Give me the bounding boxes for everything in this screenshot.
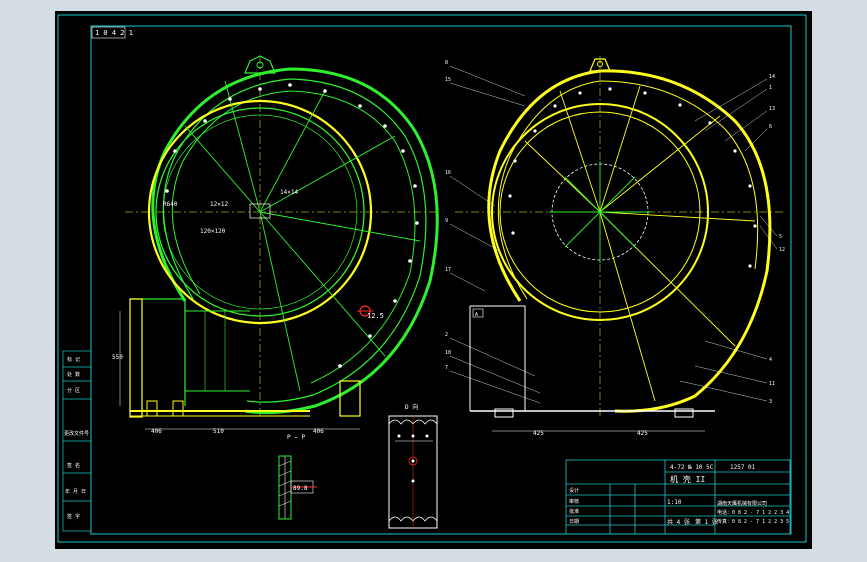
section-d-view xyxy=(388,415,438,529)
tb-label: 日期 xyxy=(569,519,579,525)
callout-label: 2 xyxy=(445,332,448,338)
dim-label: 14×14 xyxy=(280,189,298,196)
callout-label: 7 xyxy=(445,365,448,371)
outer-frame xyxy=(57,14,807,543)
dim-label: 425 xyxy=(637,430,648,437)
cad-viewport[interactable]: 1 0 4 2 1 标 记 处 数 分 区 更改文件号 签 名 年 月 日 签 … xyxy=(55,11,812,549)
callout-label: 16 xyxy=(445,170,451,176)
tb-fax: 传真：0 8 2 - 7 1 2 2 3 5 xyxy=(717,518,789,525)
cad-drawing: 1 0 4 2 1 标 记 处 数 分 区 更改文件号 签 名 年 月 日 签 … xyxy=(57,14,807,543)
tb-drawing-no: 1257 01 xyxy=(730,464,756,471)
left-casing-view xyxy=(119,55,440,430)
callout-label: 5 xyxy=(779,234,782,240)
dim-label: R640 xyxy=(163,201,178,208)
tb-label: 审核 xyxy=(569,498,579,505)
tb-sheet: 第 1 张 xyxy=(695,518,718,526)
flange-tag: A xyxy=(475,312,478,318)
tb-label: 批准 xyxy=(569,508,579,515)
callout-label: 11 xyxy=(769,381,775,387)
section-pp xyxy=(278,455,317,520)
revision-strip xyxy=(62,350,92,532)
inner-frame xyxy=(90,25,792,535)
callout-label: 9 xyxy=(445,218,448,224)
callout-label: 3 xyxy=(769,399,772,405)
title-block xyxy=(565,459,791,535)
section-label: P — P xyxy=(287,434,305,441)
callout-label: 13 xyxy=(769,106,775,112)
mark-label: 12.5 xyxy=(367,312,384,320)
strip-cell: 处 数 xyxy=(67,371,80,378)
tb-model: 4-72 № 10 5C xyxy=(670,464,714,471)
dim-label: 406 xyxy=(151,428,162,435)
dim-label: 425 xyxy=(533,430,544,437)
callout-label: 12 xyxy=(779,247,785,253)
tb-sheets: 共 4 张 xyxy=(667,518,690,526)
pp-value: 89.8 xyxy=(293,485,308,492)
dim-label: 510 xyxy=(213,428,224,435)
callout-label: 8 xyxy=(445,60,448,66)
callout-label: 4 xyxy=(769,357,772,363)
dim-label: 120×120 xyxy=(200,228,226,235)
drawing-code-tag: 1 0 4 2 1 xyxy=(95,29,133,37)
strip-cell: 分 区 xyxy=(67,387,80,394)
tb-scale: 1:10 xyxy=(667,499,682,506)
strip-cell: 签 名 xyxy=(67,462,80,469)
callout-label: 14 xyxy=(769,74,775,80)
strip-cell: 更改文件号 xyxy=(64,430,89,437)
callout-label: 17 xyxy=(445,267,451,273)
strip-cell: 签 字 xyxy=(67,513,80,520)
callout-label: 1 xyxy=(769,85,772,91)
dim-label: 406 xyxy=(313,428,324,435)
strip-cell: 标 记 xyxy=(67,356,80,363)
strip-cell: 年 月 日 xyxy=(65,488,86,495)
tb-part-name: 机 壳 II xyxy=(670,474,705,484)
right-casing-view xyxy=(455,56,785,432)
callout-label: 10 xyxy=(445,350,451,356)
callout-label: 15 xyxy=(445,77,451,83)
callout-label: 6 xyxy=(769,124,772,130)
dim-label: 12×12 xyxy=(210,201,228,208)
tb-company: 湖南天鹰机械有限公司 xyxy=(717,500,767,507)
dim-label: 550 xyxy=(112,354,123,361)
tb-label: 设计 xyxy=(569,487,579,494)
tb-phone: 电话：0 8 2 - 7 1 2 2 3 4 xyxy=(717,509,789,516)
section-label: D 向 xyxy=(405,403,418,411)
